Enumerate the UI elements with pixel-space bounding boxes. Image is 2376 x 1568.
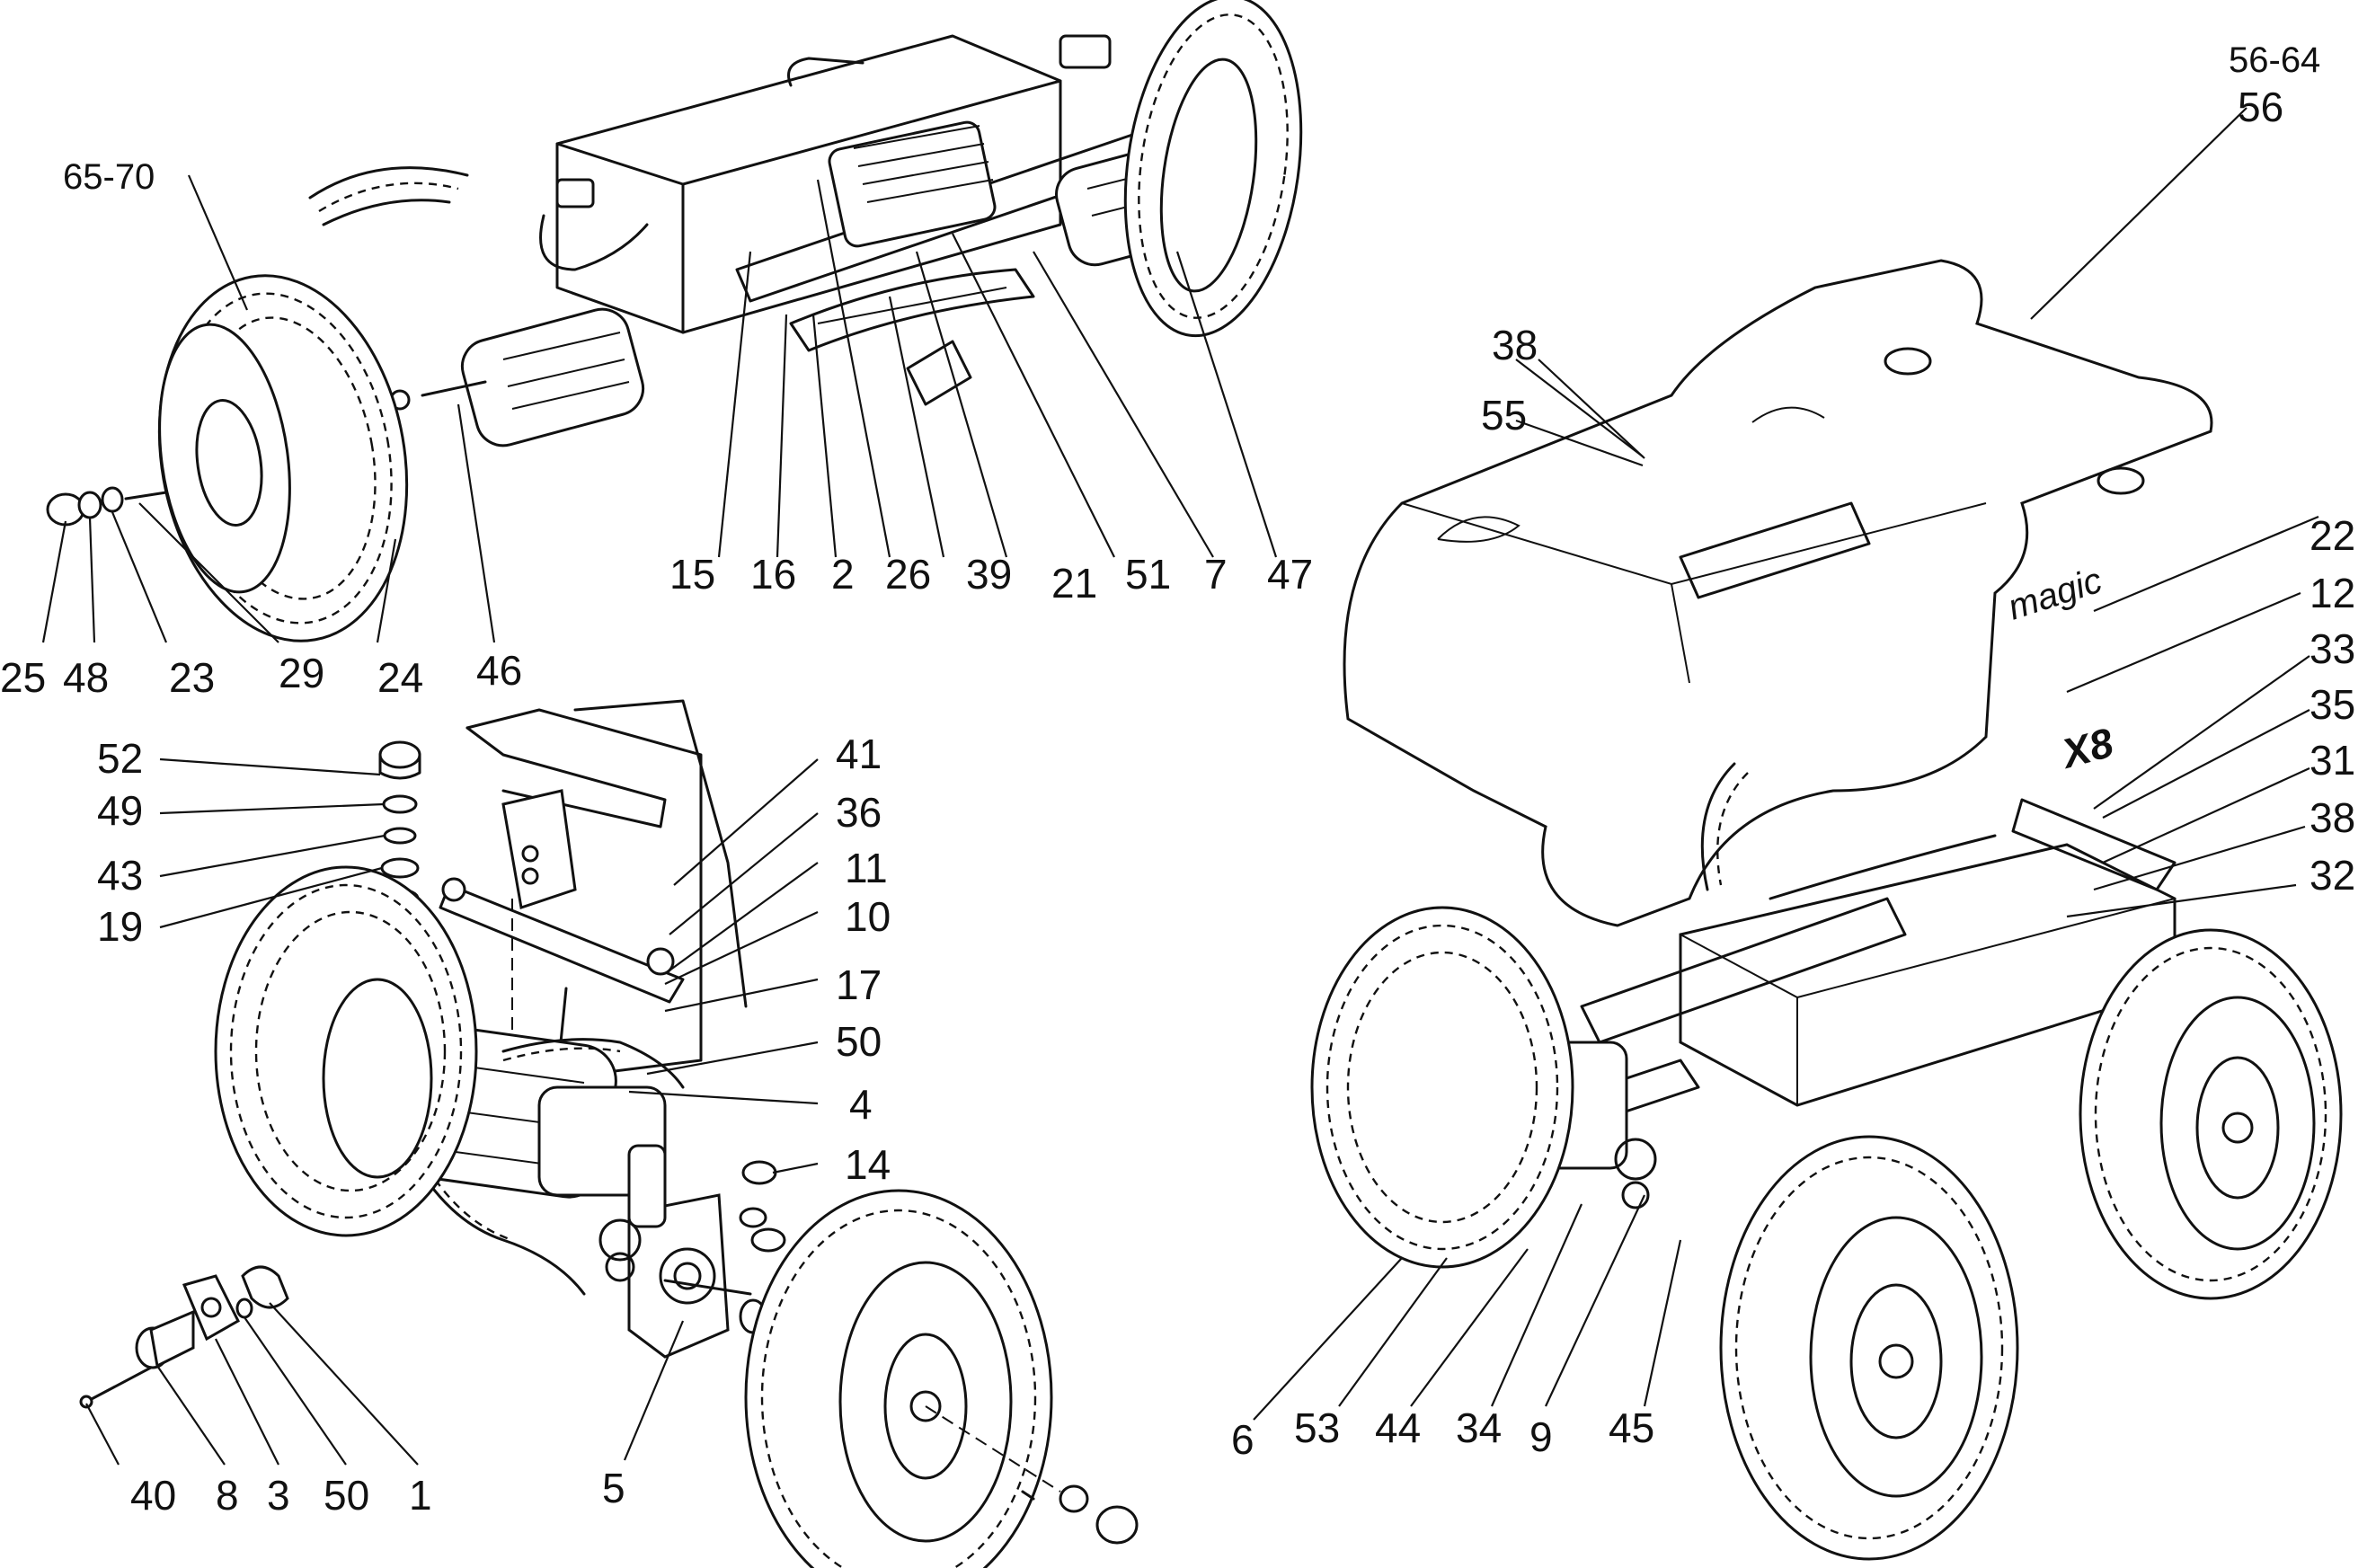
callout-labels: 56-64 56 65-70 38 55 22 12 33 35 31 38 3…: [0, 40, 2355, 1519]
label-51: 51: [1125, 551, 1171, 598]
label-43: 43: [97, 852, 143, 899]
label-50-lower: 50: [324, 1472, 369, 1519]
label-11: 11: [845, 845, 888, 891]
label-8: 8: [216, 1472, 239, 1519]
label-52: 52: [97, 735, 143, 782]
label-15: 15: [669, 551, 715, 598]
label-39: 39: [966, 551, 1012, 598]
label-65-70: 65-70: [63, 157, 155, 197]
label-5: 5: [602, 1465, 625, 1511]
label-32: 32: [2310, 852, 2355, 899]
label-50-upper: 50: [836, 1018, 882, 1065]
label-31: 31: [2310, 737, 2355, 784]
vehicle-wheel-front-right: [1719, 1135, 2019, 1561]
label-55: 55: [1481, 392, 1527, 439]
label-38-right: 38: [2310, 794, 2355, 841]
label-4: 4: [849, 1081, 873, 1128]
label-25: 25: [0, 654, 46, 701]
label-7: 7: [1204, 551, 1228, 598]
axle-pin-hardware: [79, 1265, 289, 1409]
label-40: 40: [130, 1472, 176, 1519]
vehicle-wheel-rear-right: [2079, 928, 2343, 1300]
label-16: 16: [750, 551, 796, 598]
lower-rear-wheel: [214, 865, 478, 1237]
label-56: 56: [2238, 84, 2283, 130]
label-41: 41: [836, 731, 882, 777]
top-right-wheel: [1123, 0, 1303, 338]
label-44: 44: [1375, 1404, 1421, 1451]
label-6: 6: [1231, 1416, 1254, 1463]
label-17: 17: [836, 961, 882, 1008]
label-33: 33: [2310, 625, 2355, 672]
label-10: 10: [845, 893, 891, 940]
label-36: 36: [836, 789, 882, 836]
label-22: 22: [2310, 512, 2355, 559]
label-19: 19: [97, 903, 143, 950]
label-53: 53: [1294, 1404, 1340, 1451]
label-29: 29: [279, 650, 324, 696]
body-shell-assembly: magic X8: [1343, 259, 2213, 927]
vehicle-wheel-rear-left: [1700, 762, 1749, 891]
label-26: 26: [885, 551, 931, 598]
label-14: 14: [845, 1141, 891, 1188]
model-decal: X8: [2054, 719, 2118, 778]
axle-hardware-top: [46, 486, 168, 527]
top-left-wheel: [157, 274, 409, 642]
label-1: 1: [409, 1472, 432, 1519]
brand-decal: magic: [2003, 561, 2106, 628]
label-48: 48: [63, 654, 109, 701]
label-45: 45: [1609, 1404, 1654, 1451]
label-46: 46: [476, 647, 522, 694]
label-38-top: 38: [1492, 322, 1538, 368]
label-49: 49: [97, 787, 143, 834]
top-drive-assembly: [308, 34, 1228, 447]
label-21: 21: [1051, 560, 1097, 607]
label-34: 34: [1456, 1404, 1502, 1451]
lower-front-wheel: [744, 1189, 1139, 1568]
label-2: 2: [831, 551, 855, 598]
label-47: 47: [1267, 551, 1313, 598]
label-56-64: 56-64: [2229, 40, 2320, 80]
label-9: 9: [1529, 1413, 1553, 1460]
label-23: 23: [169, 654, 215, 701]
label-12: 12: [2310, 570, 2355, 616]
label-24: 24: [377, 654, 423, 701]
leader-lines: [41, 107, 2319, 1466]
vehicle-wheel-front-left: [1310, 906, 1574, 1269]
label-3: 3: [267, 1472, 290, 1519]
label-35: 35: [2310, 681, 2355, 728]
